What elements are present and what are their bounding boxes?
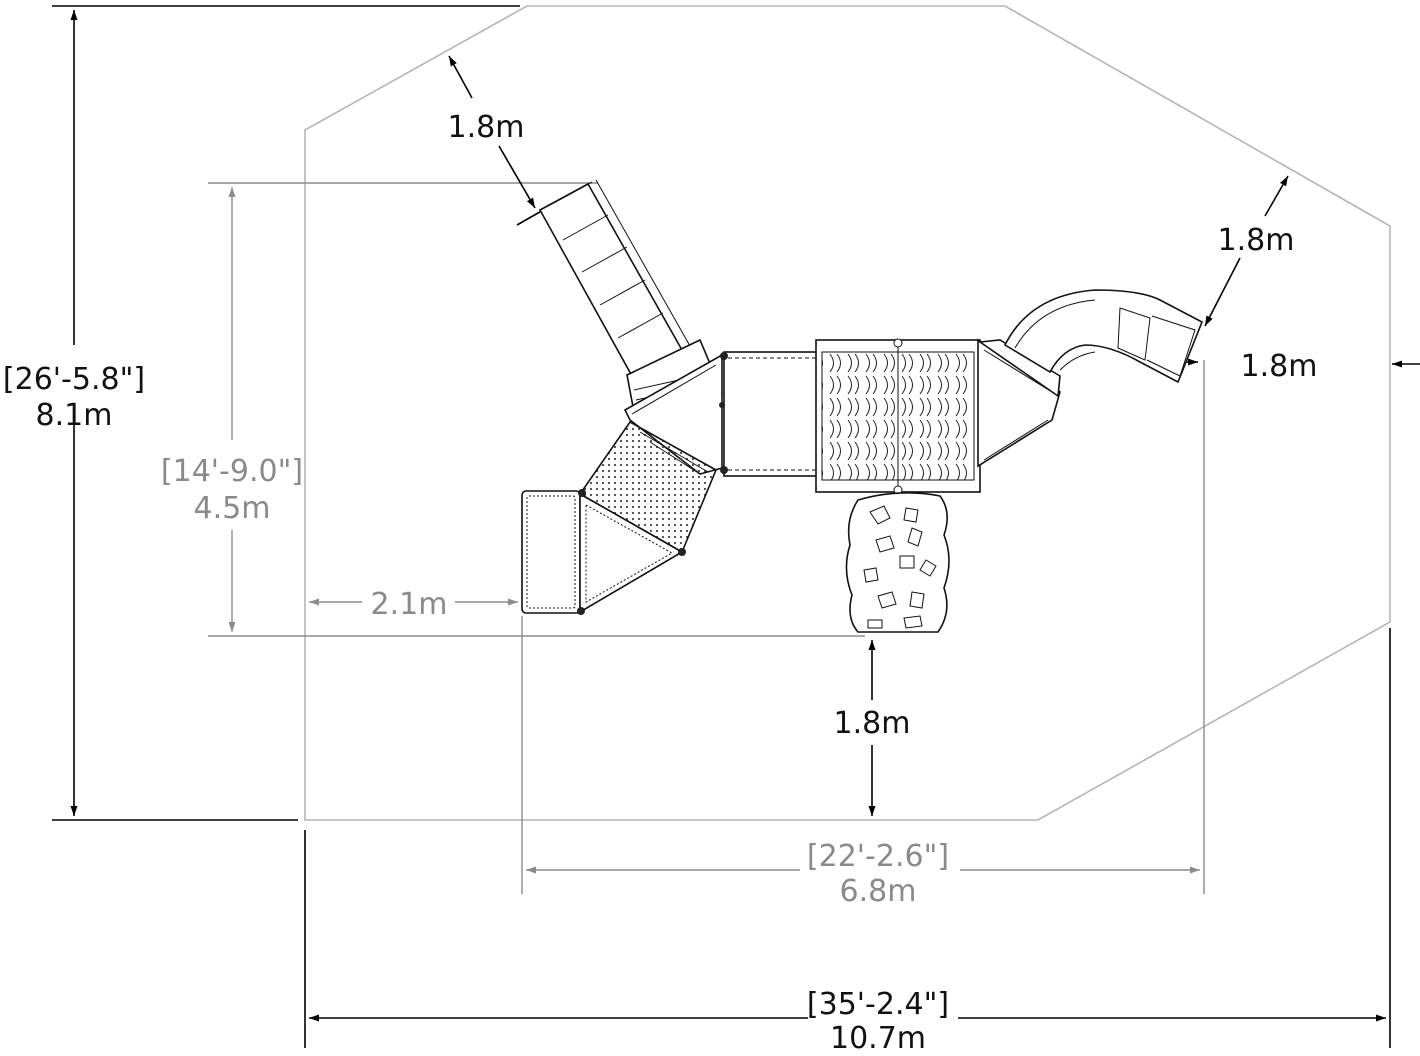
left-clearance-dimension: 2.1m xyxy=(309,587,518,622)
structure-width-dimension: [22'-2.6"] 6.8m xyxy=(521,360,1205,909)
bottom-clearance-metric: 1.8m xyxy=(834,706,911,741)
curved-slide-clearance-metric: 1.8m xyxy=(1218,223,1295,258)
structure-width-metric: 6.8m xyxy=(840,874,917,909)
right-clearance-dimension: 1.8m xyxy=(1165,349,1420,384)
rock-climbing-wall xyxy=(845,492,950,633)
structure-depth-metric: 4.5m xyxy=(194,491,271,526)
bottom-clearance-dimension: 1.8m xyxy=(834,640,911,816)
right-connector-deck xyxy=(977,338,1061,468)
use-zone-outline xyxy=(304,5,1391,821)
central-tower-deck xyxy=(815,338,981,495)
left-clearance-metric: 2.1m xyxy=(371,587,448,622)
bridge-section xyxy=(719,351,821,477)
curved-slide xyxy=(1003,289,1204,384)
entry-platform xyxy=(521,489,686,615)
overall-width-metric: 10.7m xyxy=(830,1021,926,1056)
overall-height-dimension: [26'-5.8"] 8.1m xyxy=(3,5,520,821)
structure-depth-imperial: [14'-9.0"] xyxy=(161,454,303,489)
playground-structure xyxy=(521,179,1204,633)
slide-top-clearance-dimension: 1.8m xyxy=(448,55,546,226)
overall-height-metric: 8.1m xyxy=(36,398,113,433)
slide-top-clearance-metric: 1.8m xyxy=(448,110,525,145)
overall-height-imperial: [26'-5.8"] xyxy=(3,362,145,397)
overall-width-imperial: [35'-2.4"] xyxy=(807,987,949,1022)
structure-width-imperial: [22'-2.6"] xyxy=(807,839,949,874)
overall-width-dimension: [35'-2.4"] 10.7m xyxy=(304,628,1391,1056)
curved-slide-clearance-dimension: 1.8m xyxy=(1204,175,1295,327)
structure-depth-dimension: [14'-9.0"] 4.5m xyxy=(161,182,865,637)
right-clearance-metric: 1.8m xyxy=(1241,349,1318,384)
